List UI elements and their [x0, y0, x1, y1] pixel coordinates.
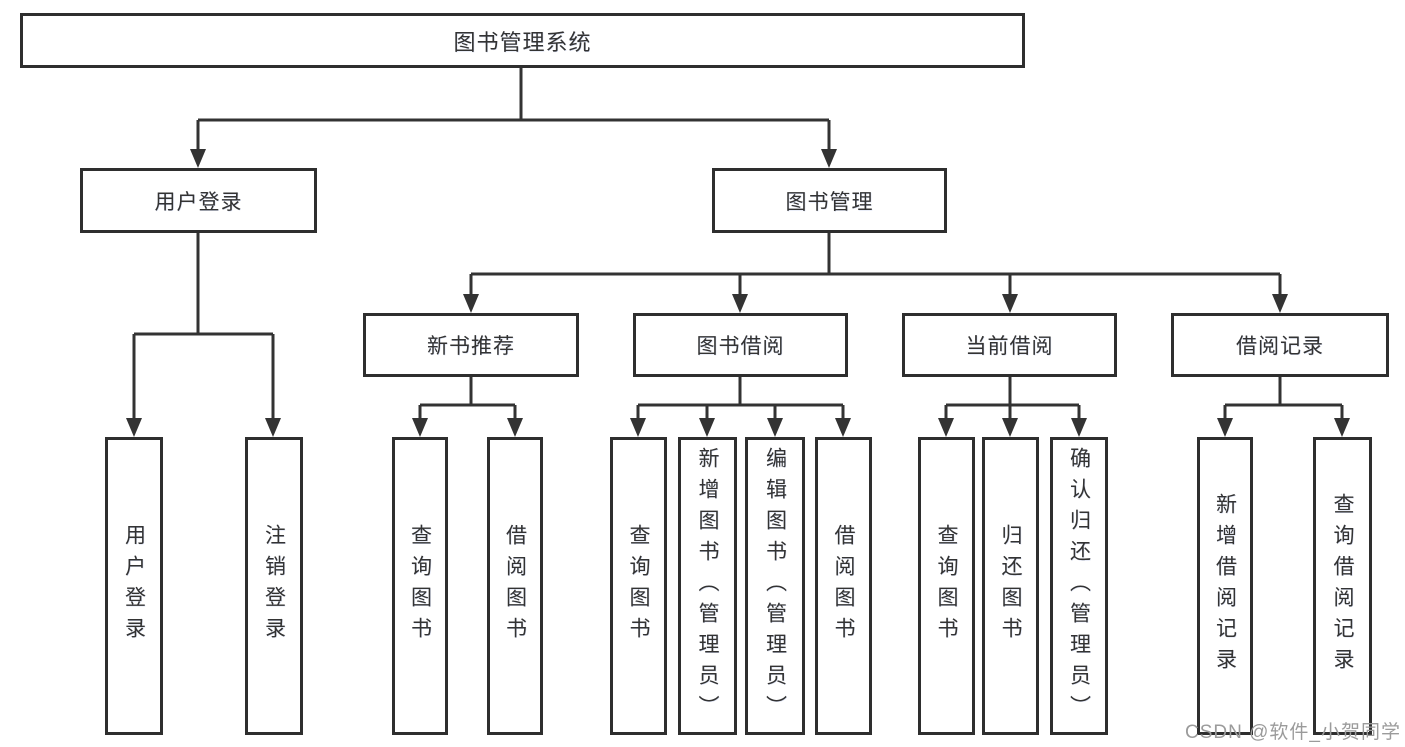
connector-root-to-level2	[196, 68, 831, 151]
connector-borrow-to-leaves	[636, 377, 845, 420]
node-book-management-branch: 图书管理	[712, 168, 947, 233]
node-leaf-return-books: 归还图书	[982, 437, 1039, 735]
connector-current-to-leaves	[944, 377, 1081, 420]
arrowhead-icon	[938, 418, 954, 437]
leaf-label: 查询图书	[408, 524, 432, 648]
leaf-label: 新增图书（管理员）	[696, 446, 719, 726]
node-current-borrowing: 当前借阅	[902, 313, 1117, 377]
arrowhead-icon	[507, 418, 523, 437]
node-leaf-borrow-books: 借阅图书	[815, 437, 872, 735]
leaf-label: 确认归还（管理员）	[1067, 446, 1091, 726]
arrowhead-icon	[190, 149, 206, 168]
leaf-label: 借阅图书	[503, 524, 527, 648]
arrowhead-icon	[1002, 418, 1018, 437]
arrowhead-icon	[1334, 418, 1350, 437]
arrowhead-icon	[412, 418, 428, 437]
arrowhead-icon	[126, 418, 142, 437]
node-user-login-branch: 用户登录	[80, 168, 317, 233]
leaf-label: 新增借阅记录	[1213, 493, 1237, 679]
arrowhead-icon	[1272, 294, 1288, 313]
arrowhead-icon	[463, 294, 479, 313]
arrowhead-icon	[732, 294, 748, 313]
node-leaf-query-borrow-record: 查询借阅记录	[1313, 437, 1372, 735]
node-new-book-recommendation: 新书推荐	[363, 313, 579, 377]
csdn-watermark: CSDN @软件_小贺同学	[1185, 722, 1401, 743]
node-library-management-system: 图书管理系统	[20, 13, 1025, 68]
connector-newbook-to-leaves	[418, 377, 517, 420]
node-leaf-current-query-books: 查询图书	[918, 437, 975, 735]
leaf-label: 查询图书	[935, 524, 958, 648]
arrowhead-icon	[767, 418, 783, 437]
arrowhead-icon	[1071, 418, 1087, 437]
node-borrowing-records: 借阅记录	[1171, 313, 1389, 377]
node-book-borrowing: 图书借阅	[633, 313, 848, 377]
arrowhead-icon	[699, 418, 715, 437]
node-leaf-user-login: 用户登录	[105, 437, 163, 735]
node-leaf-newbook-query-books: 查询图书	[392, 437, 448, 735]
leaf-label: 编辑图书（管理员）	[763, 446, 787, 726]
arrowhead-icon	[630, 418, 646, 437]
connector-bookmgmt-to-level3	[469, 233, 1282, 296]
leaf-label: 借阅图书	[832, 524, 855, 648]
leaf-label: 注销登录	[262, 524, 286, 648]
leaf-label: 归还图书	[999, 524, 1022, 648]
arrowhead-icon	[1002, 294, 1018, 313]
arrowhead-icon	[265, 418, 281, 437]
node-leaf-newbook-borrow-books: 借阅图书	[487, 437, 543, 735]
leaf-label: 用户登录	[122, 524, 146, 648]
node-leaf-confirm-return-admin: 确认归还（管理员）	[1050, 437, 1108, 735]
arrowhead-icon	[821, 149, 837, 168]
connector-records-to-leaves	[1223, 377, 1344, 420]
node-leaf-edit-books-admin: 编辑图书（管理员）	[745, 437, 805, 735]
node-leaf-add-borrow-record: 新增借阅记录	[1197, 437, 1253, 735]
arrowhead-icon	[835, 418, 851, 437]
leaf-label: 查询图书	[627, 524, 650, 648]
connector-userlogin-to-leaves	[132, 233, 275, 420]
leaf-label: 查询借阅记录	[1331, 493, 1354, 679]
arrowhead-icon	[1217, 418, 1233, 437]
node-leaf-logout: 注销登录	[245, 437, 303, 735]
node-leaf-borrow-query-books: 查询图书	[610, 437, 667, 735]
node-leaf-add-books-admin: 新增图书（管理员）	[678, 437, 737, 735]
